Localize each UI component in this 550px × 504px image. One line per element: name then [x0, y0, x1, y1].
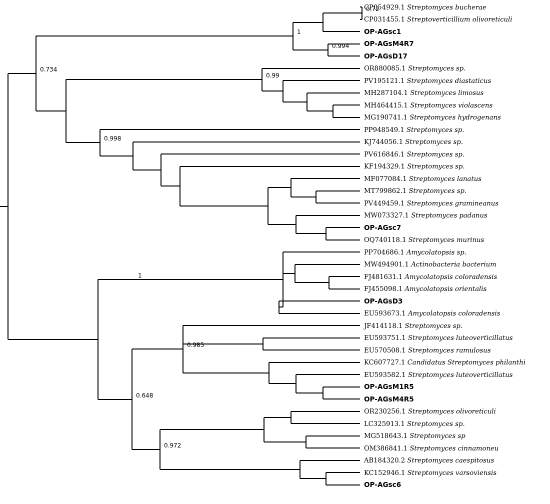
isolate-label: OP-AGsc7 [364, 224, 401, 232]
reference-taxon-label: KC607727.1 Candidatus Streptomyces phila… [364, 359, 525, 367]
reference-taxon-label: EU593582.1 Streptomyces luteoverticillat… [364, 371, 513, 379]
reference-taxon-label: OR880085.1 Streptomyces sp. [364, 65, 466, 73]
support-value: 0.972 [164, 443, 181, 450]
isolate-label: OP-AGsc1 [364, 28, 401, 36]
reference-taxon-label: EU593673.1 Amycolatopsis coloradensis [364, 310, 501, 318]
reference-taxon-label: AB184320.2 Streptomyces caespitosus [363, 457, 495, 465]
reference-taxon-label: CP054929.1 Streptomyces bucherae [364, 3, 487, 11]
reference-taxon-label: JF414118.1 Streptomyces sp. [363, 322, 463, 330]
support-value: 1 [138, 273, 142, 280]
reference-taxon-label: MG190741.1 Streptomyces hydrogenans [364, 114, 502, 122]
isolate-label: OP-AGsD3 [364, 297, 403, 305]
support-value: 1 [297, 29, 301, 36]
reference-taxon-label: EU570508.1 Streptomyces ramulosus [364, 346, 491, 354]
reference-taxon-label: KF194329.1 Streptomyces sp. [364, 163, 465, 171]
reference-taxon-label: PV616846.1 Streptomyces sp. [364, 150, 465, 158]
reference-taxon-label: EU593751.1 Streptomyces luteoverticillat… [364, 334, 513, 342]
reference-taxon-label: KC152946.1 Streptomyces varsoviensis [364, 469, 497, 477]
isolate-label: OP-AGsM4R5 [364, 395, 414, 403]
reference-taxon-label: MF077084.1 Streptomyces lanatus [364, 175, 482, 183]
reference-taxon-label: FJ481631.1 Amycolatopsis coloradensis [364, 273, 498, 281]
support-value: 0.998 [104, 136, 121, 143]
reference-taxon-label: LC325913.1 Streptomyces sp. [364, 420, 465, 428]
isolate-label: OP-AGsM1R5 [364, 383, 414, 391]
reference-taxon-label: PV195121.1 Streptomyces diastaticus [364, 77, 492, 85]
reference-taxon-label: OM386841.1 Streptomyces cinnamoneu [364, 444, 499, 452]
support-value: 0.985 [187, 342, 204, 349]
reference-taxon-label: KJ744056.1 Streptomyces sp. [364, 138, 463, 146]
support-value: 0.648 [136, 392, 153, 399]
reference-taxon-label: MH287104.1 Streptomyces limosus [364, 89, 484, 97]
reference-taxon-label: CP031455.1 Streptoverticillium olivoreti… [364, 16, 512, 24]
reference-taxon-label: OQ740118.1 Streptomyces murinus [364, 236, 485, 244]
support-value: 0.99 [266, 73, 280, 80]
support-value: 0.72 [366, 6, 380, 13]
isolate-label: OP-AGsD17 [364, 52, 408, 60]
reference-taxon-label: MW494901.1 Actinobacteria bacterium [364, 261, 496, 269]
support-value: 0.734 [40, 67, 57, 74]
reference-taxon-label: PV449459.1 Streptomyces gramineanus [364, 199, 499, 207]
reference-taxon-label: MH464415.1 Streptomyces violascens [364, 101, 493, 109]
isolate-label: OP-AGsc6 [364, 481, 401, 489]
reference-taxon-label: OR230256.1 Streptomyces olivoreticuli [364, 408, 496, 416]
reference-taxon-label: MW073327.1 Streptomyces padanus [364, 212, 488, 220]
reference-taxon-label: FJ455098.1 Amycolatopsis orientalis [364, 285, 487, 293]
reference-taxon-label: MG518643.1 Streptomyces sp [364, 432, 466, 440]
isolate-label: OP-AGsM4R7 [364, 40, 414, 48]
reference-taxon-label: PP948549.1 Streptomyces sp. [364, 126, 464, 134]
support-value: 0.994 [332, 43, 349, 50]
reference-taxon-label: MT799862.1 Streptomyces sp. [364, 187, 467, 195]
reference-taxon-label: PP704686.1 Amycolatopsis sp. [364, 248, 466, 256]
